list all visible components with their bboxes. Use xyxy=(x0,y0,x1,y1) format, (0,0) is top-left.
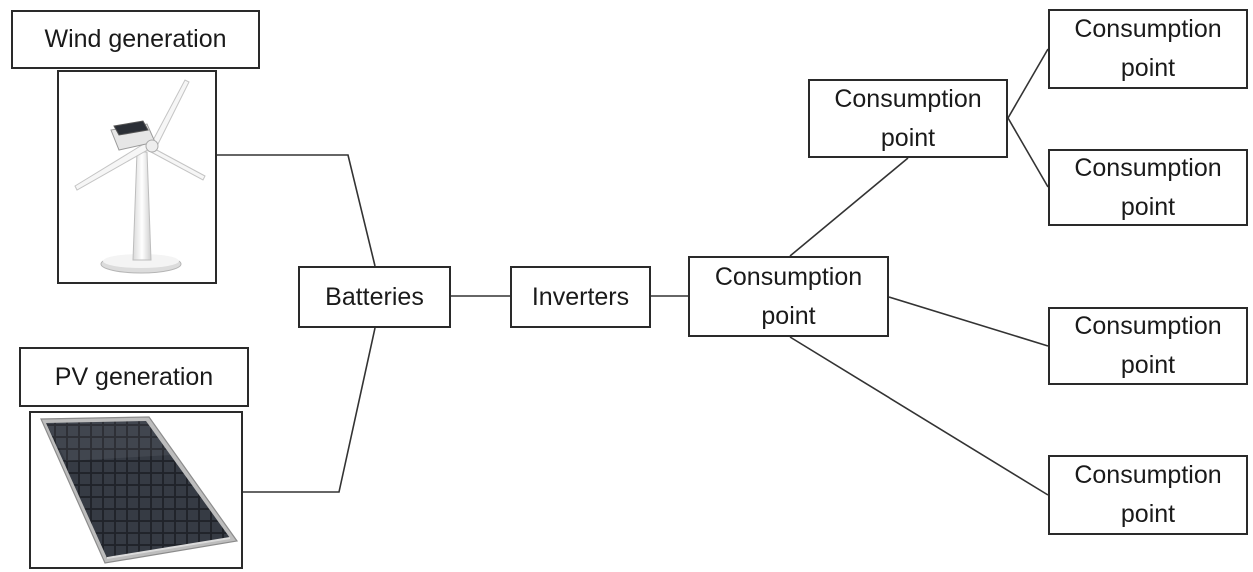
pv-generation-label: PV generation xyxy=(19,347,249,407)
connector-pv-batteries xyxy=(243,327,376,493)
consumption-point-right-2: Consumption point xyxy=(1048,149,1248,226)
wind-turbine-icon xyxy=(74,79,206,274)
batteries-node: Batteries xyxy=(298,266,451,328)
connector-wind-batteries xyxy=(217,154,376,267)
consumption-point-right-4: Consumption point xyxy=(1048,455,1248,535)
connector-upper-r1 xyxy=(1007,48,1049,119)
inverters-node: Inverters xyxy=(510,266,651,328)
consumption-point-center: Consumption point xyxy=(688,256,889,337)
consumption-point-right-3: Consumption point xyxy=(1048,307,1248,385)
solar-panel-icon xyxy=(40,416,239,564)
connector-upper-r2 xyxy=(1007,117,1049,188)
wind-generation-label: Wind generation xyxy=(11,10,260,69)
connector-center-upper xyxy=(789,157,909,257)
wind-turbine-image xyxy=(57,70,217,284)
connector-center-r3 xyxy=(888,296,1049,347)
connector-center-r4 xyxy=(789,336,1049,496)
solar-panel-image xyxy=(29,411,243,569)
consumption-point-upper: Consumption point xyxy=(808,79,1008,158)
consumption-point-right-1: Consumption point xyxy=(1048,9,1248,89)
